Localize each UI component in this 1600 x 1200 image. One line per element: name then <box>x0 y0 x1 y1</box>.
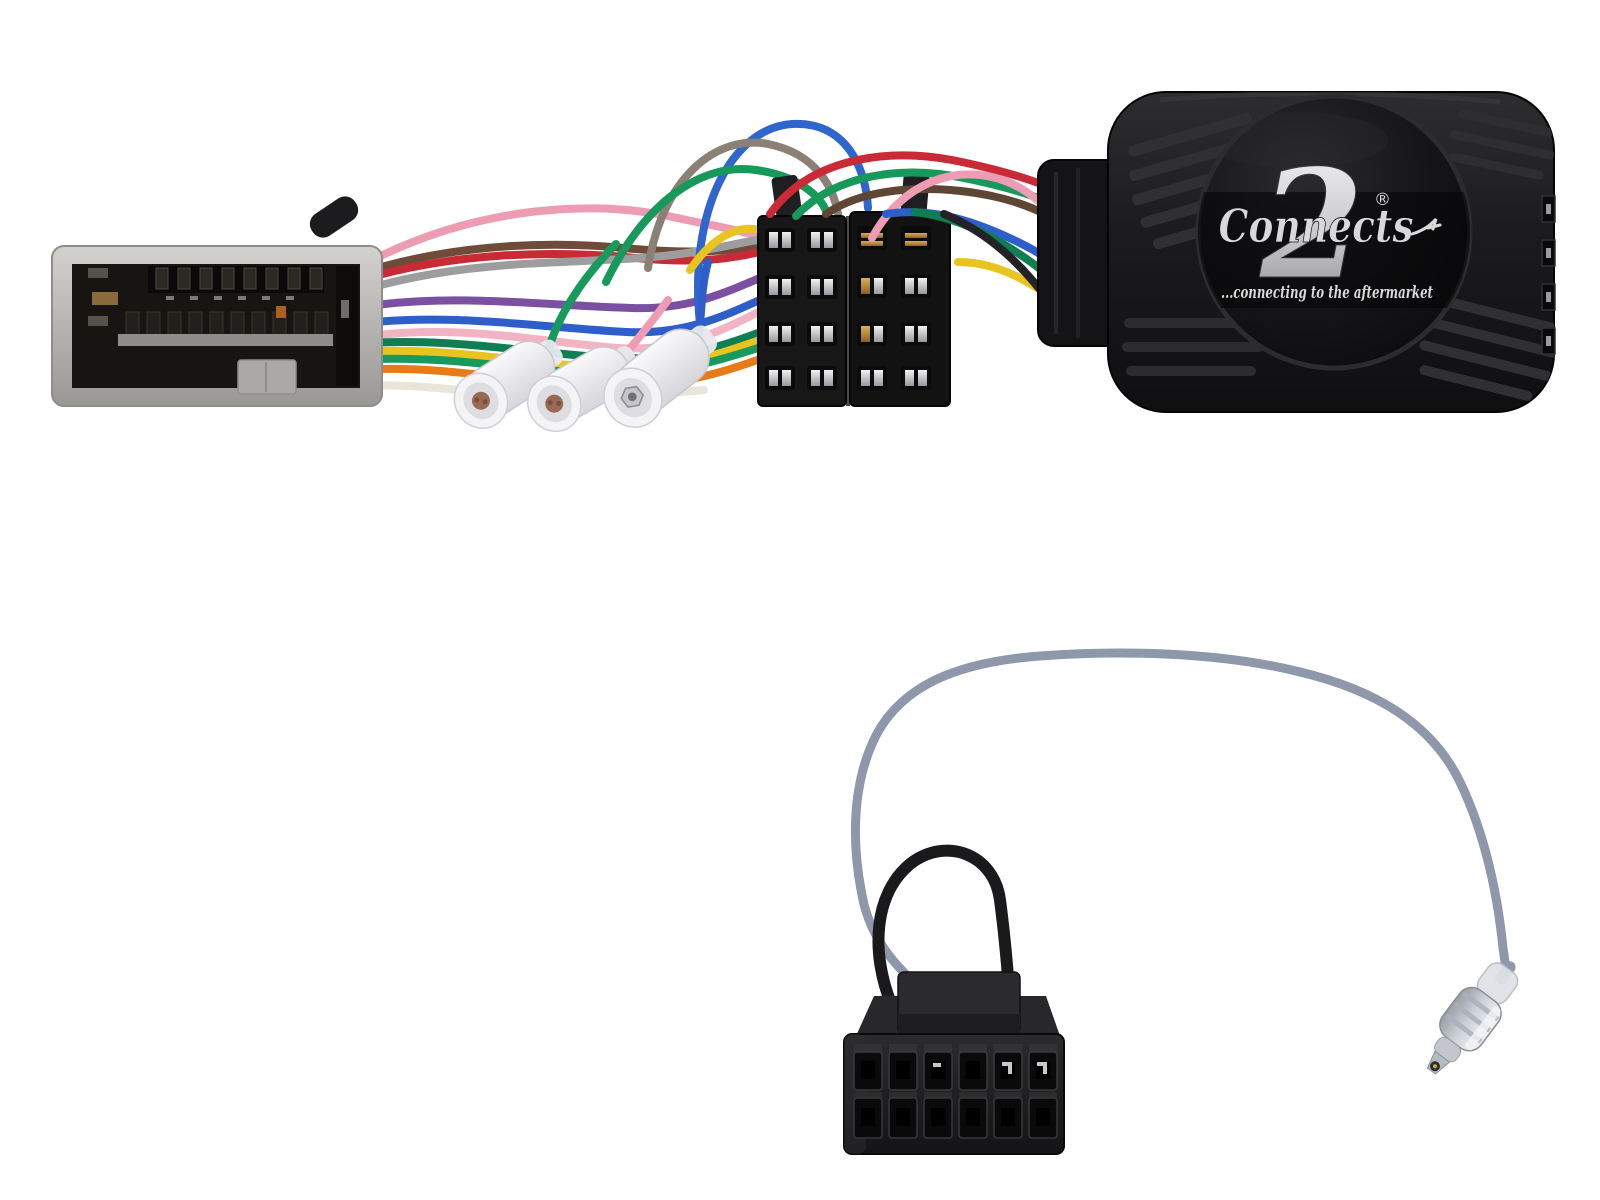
interface-module: 2 Connects ® ...connecting to the afterm… <box>1107 91 1556 413</box>
iso-right-pins <box>857 226 931 390</box>
main-wire-harness <box>309 119 872 403</box>
iso-connector-pair <box>757 171 951 407</box>
black-wire-loop <box>872 844 1016 1012</box>
wire-arc-taupe <box>644 138 842 272</box>
logo-numeral: 2 <box>1259 137 1364 313</box>
cavity-right-shadow <box>336 266 358 386</box>
logo-script: Connects <box>1219 199 1414 253</box>
bullet-terminal-2 <box>526 346 639 432</box>
logo-registered-mark: ® <box>1374 190 1391 210</box>
plug-tip-pin <box>1432 1064 1437 1069</box>
logo-swash <box>1410 218 1442 236</box>
vehicle-connector <box>51 245 383 407</box>
din-antenna-plug <box>1426 961 1519 1075</box>
wire-purple <box>352 274 764 313</box>
wire-blue <box>352 294 768 337</box>
heatshrink-boot <box>309 196 359 238</box>
bottom-comb-base <box>118 334 333 346</box>
pin-row-bottom <box>853 1092 1058 1139</box>
antenna-adapter-lead <box>843 648 1519 1155</box>
cavity-right-glint <box>341 300 349 318</box>
side-pin-b <box>88 316 108 326</box>
mid-pin-glints <box>166 296 294 300</box>
antenna-cable <box>850 648 1511 1005</box>
pin-connector-12way <box>843 971 1065 1155</box>
connector-latch <box>237 359 297 395</box>
iso-gap-shadow <box>846 216 850 406</box>
top-comb-teeth <box>155 267 323 290</box>
tan-key <box>92 292 118 305</box>
plug-glint <box>1465 1006 1501 1051</box>
bullet-terminal-1 <box>453 339 563 429</box>
wire-arc-yellow <box>686 224 764 274</box>
module-side-socket <box>1541 195 1556 355</box>
pin-row-top <box>853 1044 1058 1091</box>
bullet-terminals <box>453 325 717 432</box>
iso-left-pins <box>765 228 837 390</box>
logo-tagline: ...connecting to the aftermarket <box>1221 283 1433 303</box>
connects2-logo: 2 Connects ® ...connecting to the afterm… <box>1218 137 1442 314</box>
side-pin-a <box>88 268 108 278</box>
orange-pin <box>276 306 286 318</box>
dome-label-band <box>1198 112 1470 308</box>
connector-latch-lip <box>898 1014 1020 1036</box>
wire-arc-blue <box>694 119 872 328</box>
wire-pink <box>350 204 760 274</box>
bullet-terminal-3 <box>603 325 717 428</box>
